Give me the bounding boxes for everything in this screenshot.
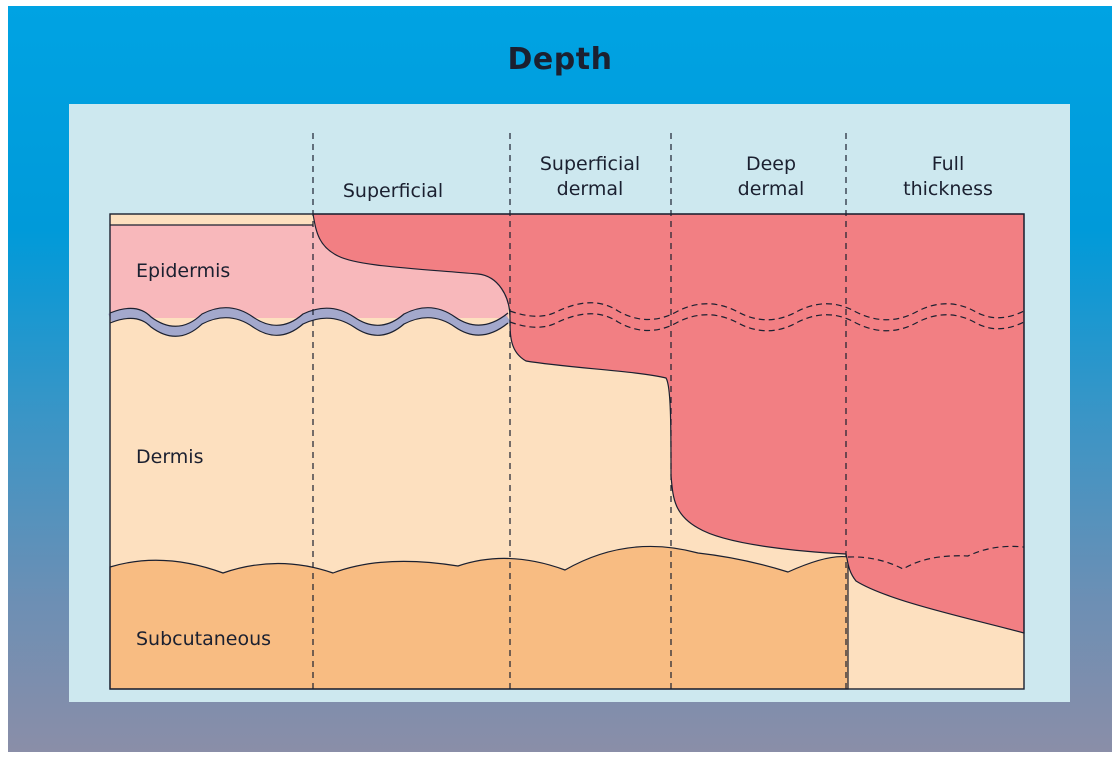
diagram-panel: Superficial Superficial dermal Deep derm… bbox=[69, 104, 1070, 702]
basement-membrane-outline-bottom bbox=[109, 317, 509, 337]
burn-depth-diagram bbox=[108, 133, 1025, 690]
layer-label-dermis: Dermis bbox=[136, 446, 204, 468]
skin-section-border bbox=[109, 213, 1025, 690]
destroyed-membrane-lower bbox=[509, 313, 1025, 332]
destroyed-membrane-upper bbox=[509, 302, 1025, 321]
column-label-deep-dermal: Deep dermal bbox=[737, 153, 805, 200]
destroyed-subcutaneous-boundary bbox=[847, 545, 1025, 570]
subcutaneous-layer bbox=[109, 545, 849, 690]
layer-label-subcutaneous: Subcutaneous bbox=[136, 628, 272, 650]
basement-membrane bbox=[108, 308, 511, 336]
column-label-superficial: Superficial bbox=[342, 180, 444, 202]
page-title: Depth bbox=[507, 42, 613, 77]
column-label-superficial-dermal: Superficial dermal bbox=[539, 153, 641, 200]
layer-label-epidermis: Epidermis bbox=[136, 260, 231, 282]
column-label-full-thickness: Full thickness bbox=[903, 153, 993, 200]
basement-membrane-outline-top bbox=[109, 307, 509, 327]
diagram-frame: Depth Superficia bbox=[8, 6, 1112, 752]
